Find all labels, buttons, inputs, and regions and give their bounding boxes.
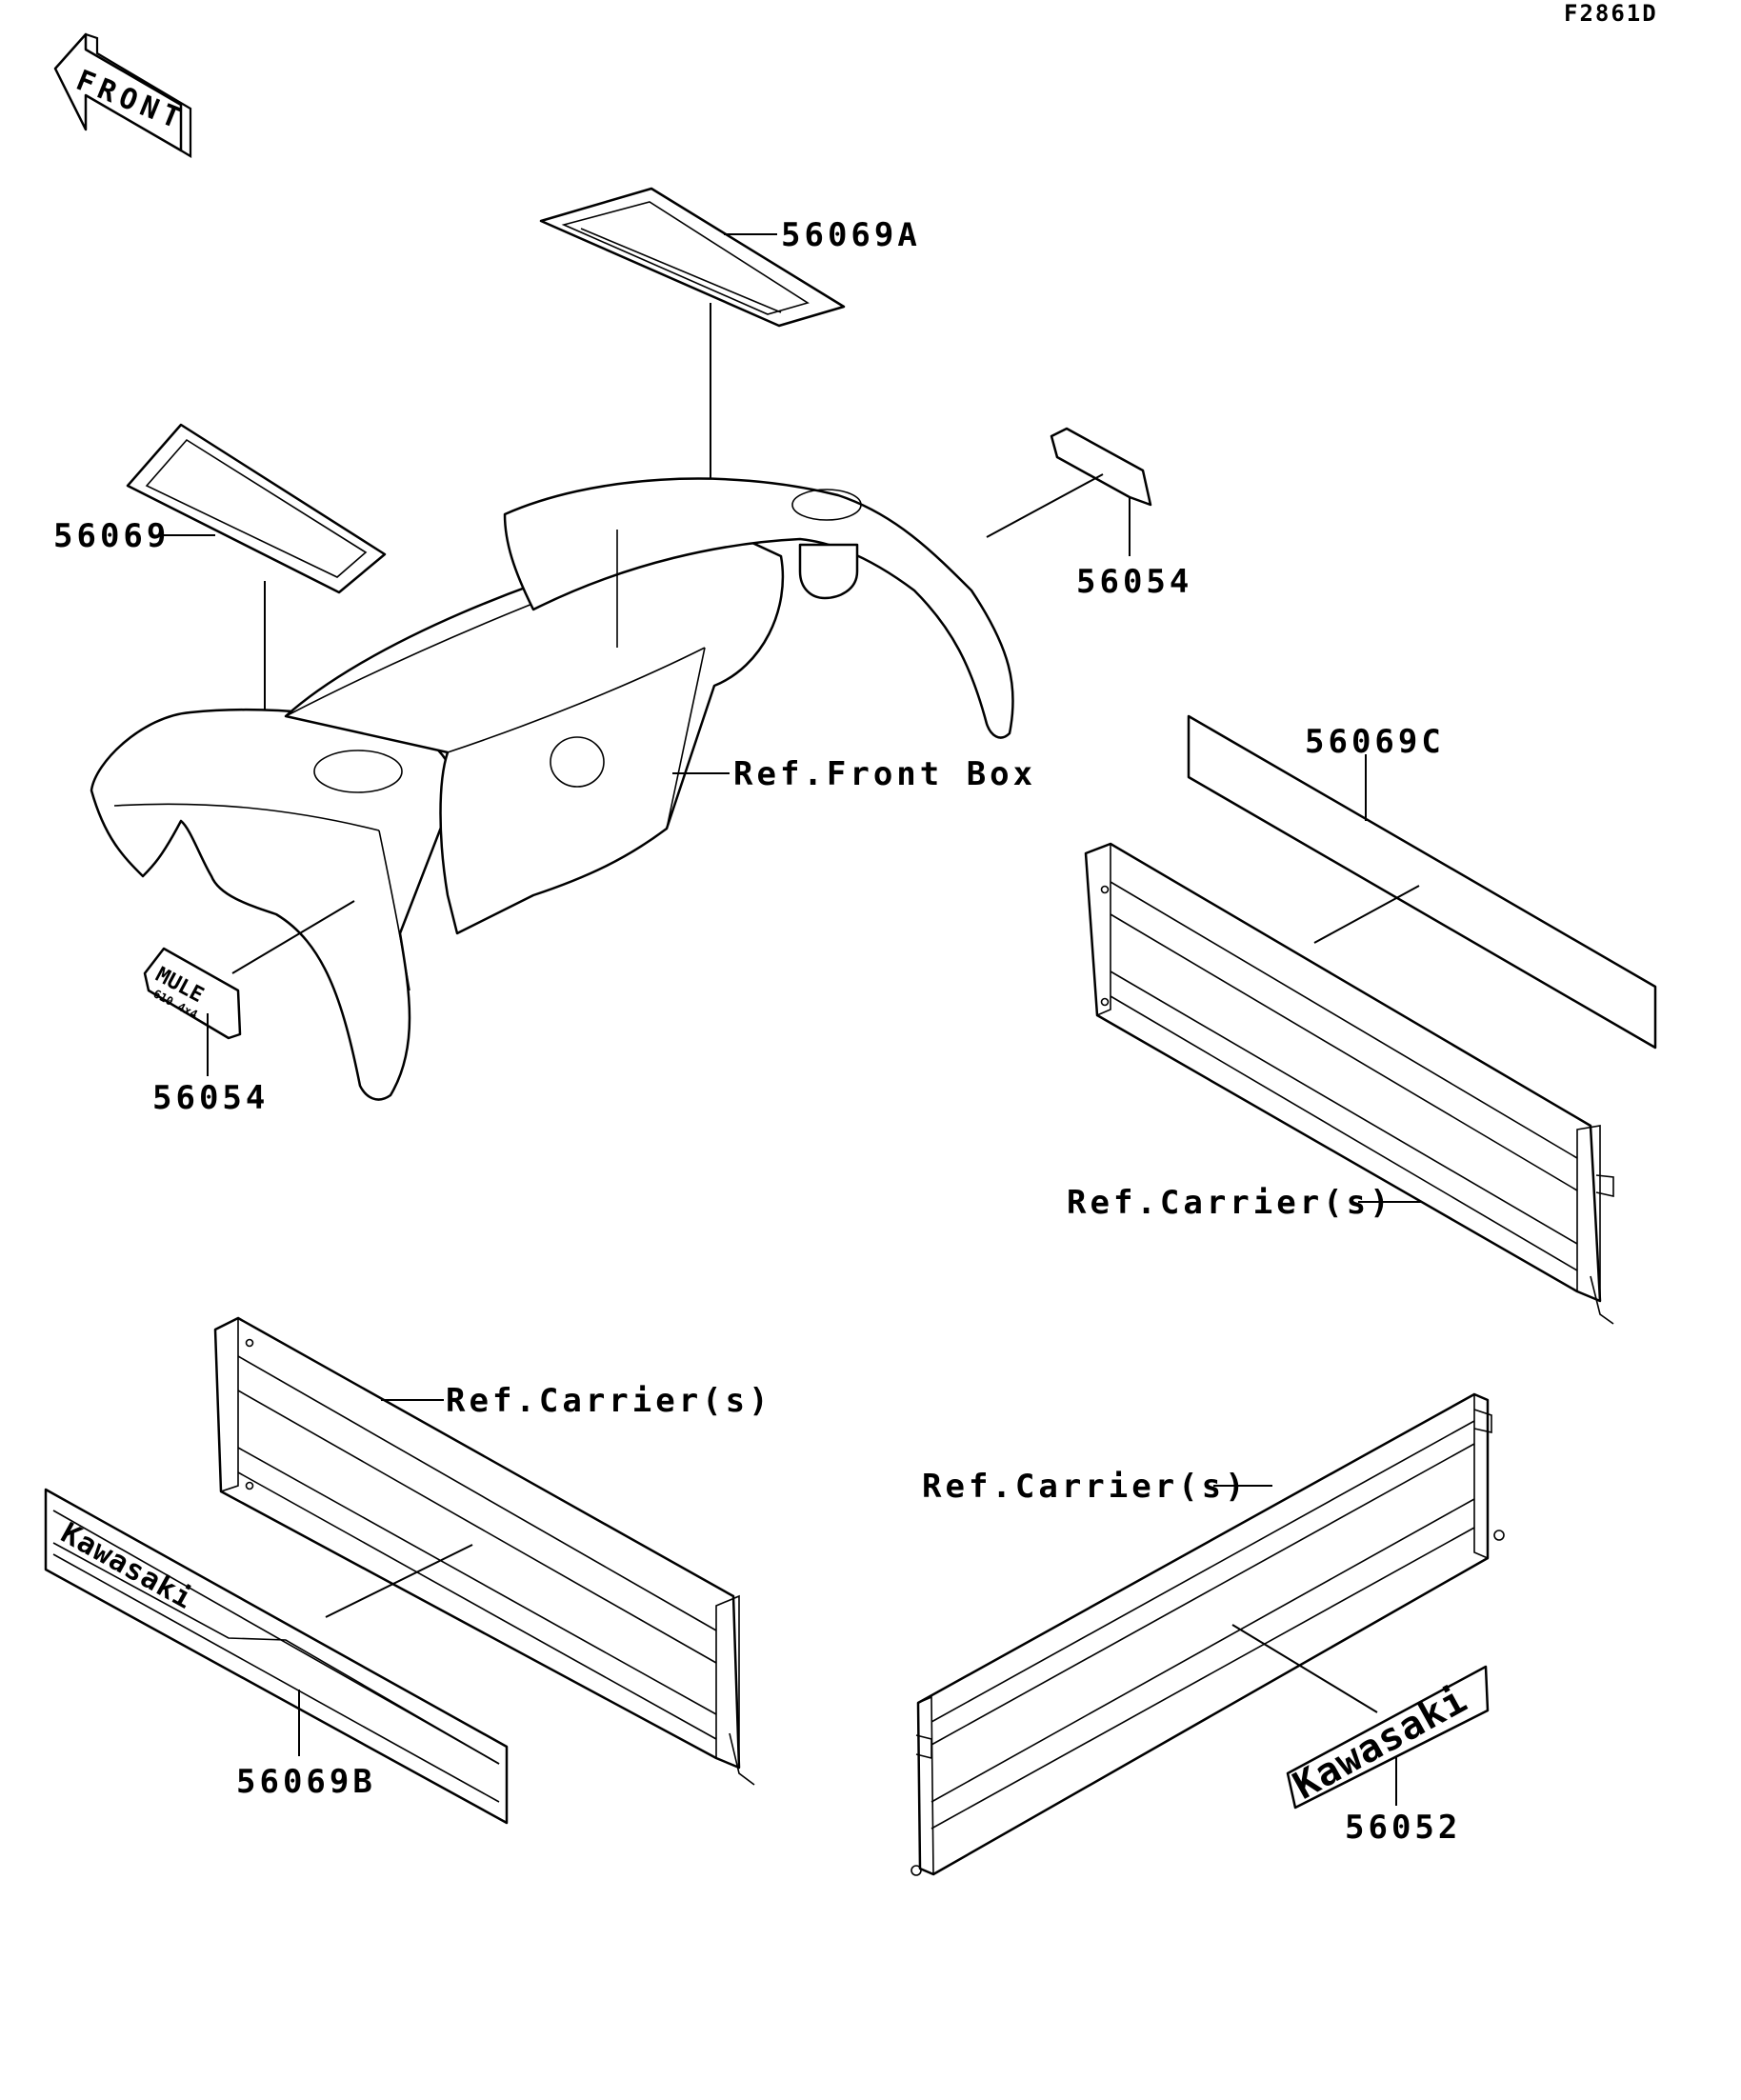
kawasaki-emblem[interactable]: Kawasaki <box>1287 1665 1490 1810</box>
figure-code: F2861D <box>1564 0 1658 27</box>
part-number-56054-top: 56054 <box>1076 563 1192 601</box>
front-arrow-icon: FRONT <box>53 32 192 158</box>
leader-56069b <box>325 1544 473 1618</box>
part-number-56069c: 56069C <box>1305 723 1445 761</box>
part-number-56069b: 56069B <box>236 1763 376 1801</box>
leader-mule <box>231 900 355 974</box>
decal-56069c[interactable] <box>1187 714 1657 1050</box>
carrier-gate-left <box>213 1316 755 1786</box>
part-number-56054-left: 56054 <box>152 1079 269 1117</box>
ref-carrier-left: Ref.Carrier(s) <box>446 1382 772 1420</box>
part-number-56052: 56052 <box>1345 1809 1461 1847</box>
mule-emblem[interactable]: MULE 610 4x4 <box>143 947 242 1040</box>
carrier-gate-bottom <box>911 1392 1505 1876</box>
part-number-56069a: 56069A <box>781 216 921 254</box>
part-number-56069: 56069 <box>53 517 170 555</box>
ref-front-box: Ref.Front Box <box>733 755 1036 793</box>
decal-56069[interactable] <box>126 423 387 594</box>
kawasaki-emblem-text: Kawasaki <box>1287 1677 1475 1809</box>
front-box <box>90 477 1014 1101</box>
decal-56069a[interactable] <box>539 187 846 328</box>
ref-carrier-bottom: Ref.Carrier(s) <box>922 1468 1249 1506</box>
leader-56054-top <box>986 473 1104 538</box>
ref-carrier-right: Ref.Carrier(s) <box>1067 1184 1393 1222</box>
carrier-gate-right <box>1084 842 1614 1325</box>
emblem-56054-top[interactable] <box>1050 427 1152 507</box>
